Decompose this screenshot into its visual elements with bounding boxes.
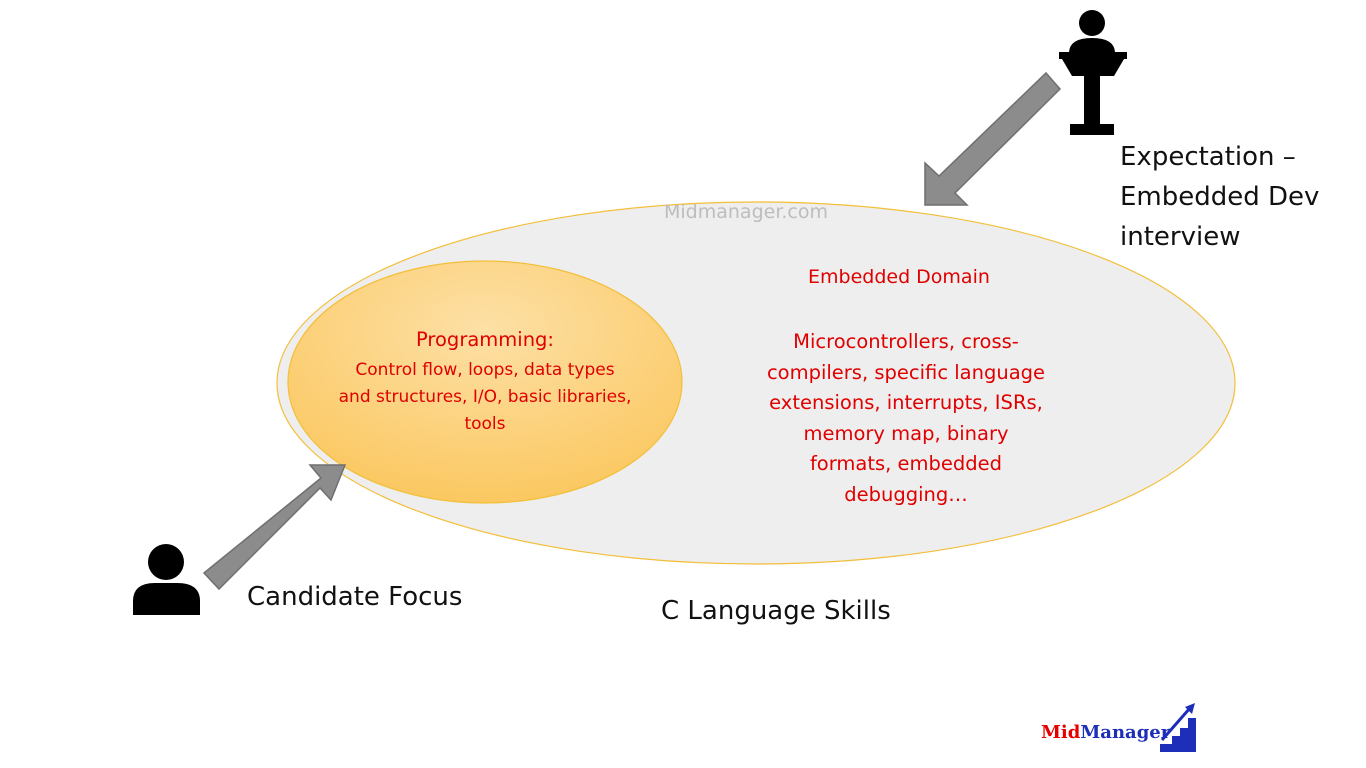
candidate-focus-label: Candidate Focus [247, 582, 463, 612]
expectation-label: Expectation – Embedded Dev interview [1120, 137, 1319, 257]
logo-mid-text: Mid [1041, 722, 1081, 743]
expectation-line: interview [1120, 222, 1241, 252]
embedded-domain-line: formats, embedded [809, 452, 1003, 475]
embedded-domain-line: Microcontrollers, cross- [793, 330, 1019, 353]
programming-line: and structures, I/O, basic libraries, [338, 387, 632, 407]
embedded-domain-title: Embedded Domain [808, 266, 990, 288]
embedded-domain-description: Microcontrollers, cross- compilers, spec… [740, 327, 1072, 510]
programming-title: Programming: [416, 328, 554, 351]
expectation-line: Embedded Dev [1120, 182, 1320, 212]
expectation-arrow [924, 71, 1062, 206]
person-icon [133, 544, 200, 615]
midmanager-logo: MidManager [1041, 722, 1170, 743]
programming-line: Control flow, loops, data types [355, 360, 615, 380]
embedded-domain-line: extensions, interrupts, ISRs, [769, 391, 1043, 414]
programming-line: tools [464, 414, 506, 434]
embedded-domain-line: memory map, binary [803, 421, 1009, 445]
logo-manager-text: Manager [1080, 722, 1171, 743]
embedded-domain-line: compilers, specific language [766, 360, 1046, 384]
stairs-arrow-icon [1160, 703, 1196, 752]
expectation-line: Expectation – [1120, 142, 1296, 172]
candidate-arrow [202, 464, 347, 591]
programming-ellipse [287, 260, 683, 504]
embedded-domain-line: debugging… [844, 482, 968, 506]
programming-description: Control flow, loops, data types and stru… [300, 357, 670, 438]
c-language-skills-label: C Language Skills [661, 596, 891, 626]
person-at-podium-icon [1059, 10, 1127, 135]
watermark: Midmanager.com [664, 201, 829, 223]
